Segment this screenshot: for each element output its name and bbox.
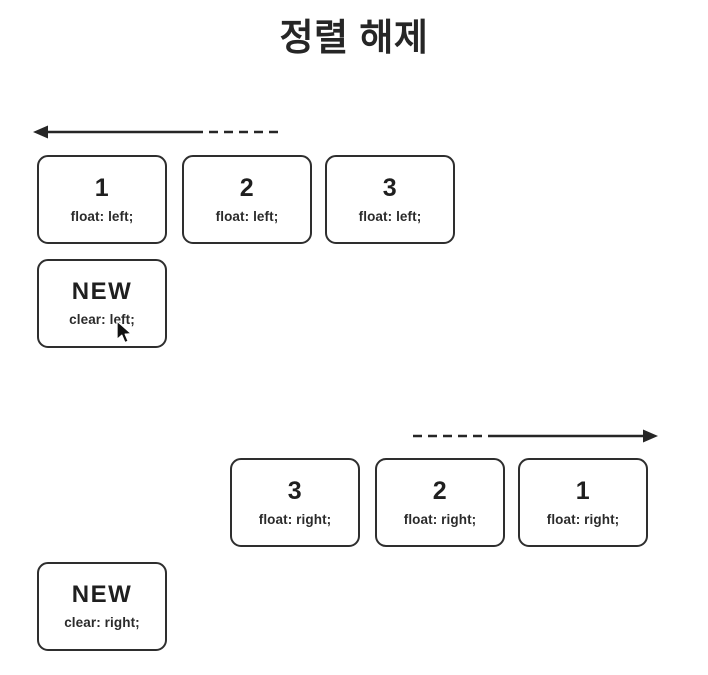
- box-number: 1: [575, 476, 591, 505]
- box-number: 2: [239, 173, 255, 202]
- float-box[interactable]: 1 float: left;: [37, 155, 167, 244]
- float-box[interactable]: 1 float: right;: [518, 458, 648, 547]
- clear-right-box[interactable]: NEW clear: right;: [37, 562, 167, 651]
- box-label: float: right;: [403, 511, 477, 527]
- box-label: clear: right;: [64, 615, 140, 631]
- box-label: float: left;: [70, 208, 134, 224]
- box-number: NEW: [71, 581, 133, 609]
- box-label: float: right;: [546, 511, 620, 527]
- float-box[interactable]: 2 float: left;: [182, 155, 312, 244]
- box-label: float: left;: [358, 208, 422, 224]
- box-number: 1: [94, 173, 110, 202]
- box-number: 3: [382, 173, 398, 202]
- box-number: 3: [287, 476, 303, 505]
- right-pointing-arrow: [408, 428, 658, 444]
- float-box[interactable]: 2 float: right;: [375, 458, 505, 547]
- float-box[interactable]: 3 float: left;: [325, 155, 455, 244]
- page-title: 정렬 해제: [279, 17, 429, 58]
- clear-left-box[interactable]: NEW clear: left;: [37, 259, 167, 348]
- box-label: float: right;: [258, 511, 332, 527]
- box-number: 2: [432, 476, 448, 505]
- box-label: float: left;: [215, 208, 279, 224]
- box-number: NEW: [71, 278, 133, 306]
- box-label: clear: left;: [69, 312, 135, 328]
- float-box[interactable]: 3 float: right;: [230, 458, 360, 547]
- left-pointing-arrow: [33, 124, 283, 140]
